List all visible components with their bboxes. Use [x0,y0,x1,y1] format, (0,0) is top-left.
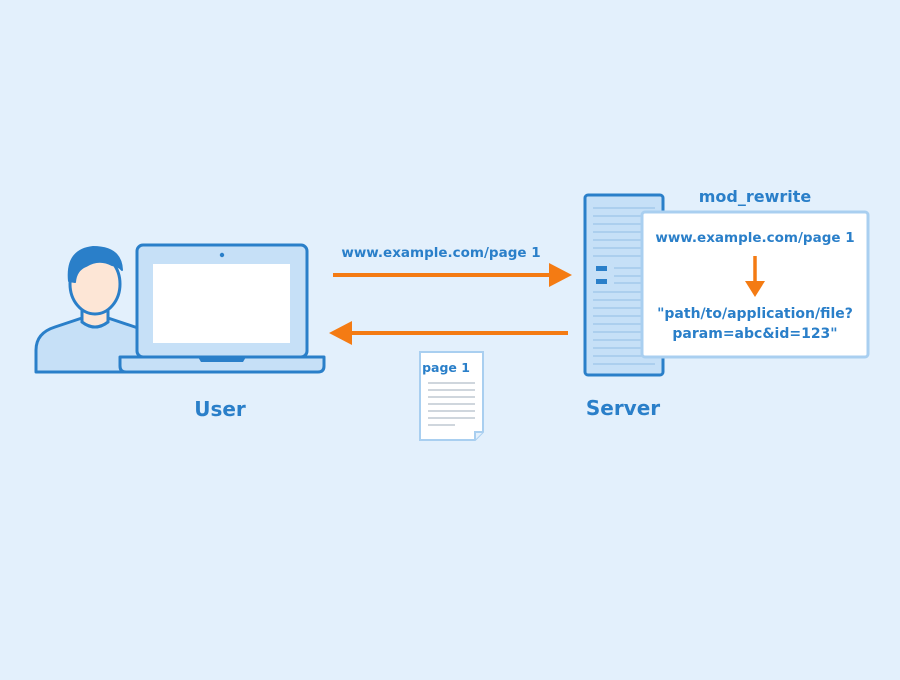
request-arrow [333,263,572,287]
response-arrow [329,321,568,345]
user-icon [34,246,156,374]
module-label: mod_rewrite [699,187,812,206]
rewrite-arrow-icon [745,281,765,297]
document-icon [419,351,484,441]
inner-url-label: www.example.com/page 1 [655,230,854,246]
server-label: Server [586,396,660,420]
request-url-label: www.example.com/page 1 [341,245,540,261]
user-label: User [194,397,246,421]
rewritten-path-line2: param=abc&id=123" [672,326,837,342]
rewritten-path-line1: "path/to/application/file? [657,306,853,322]
rewrite-panel [640,210,870,359]
document-label: page 1 [422,360,470,375]
laptop-icon [118,243,326,374]
